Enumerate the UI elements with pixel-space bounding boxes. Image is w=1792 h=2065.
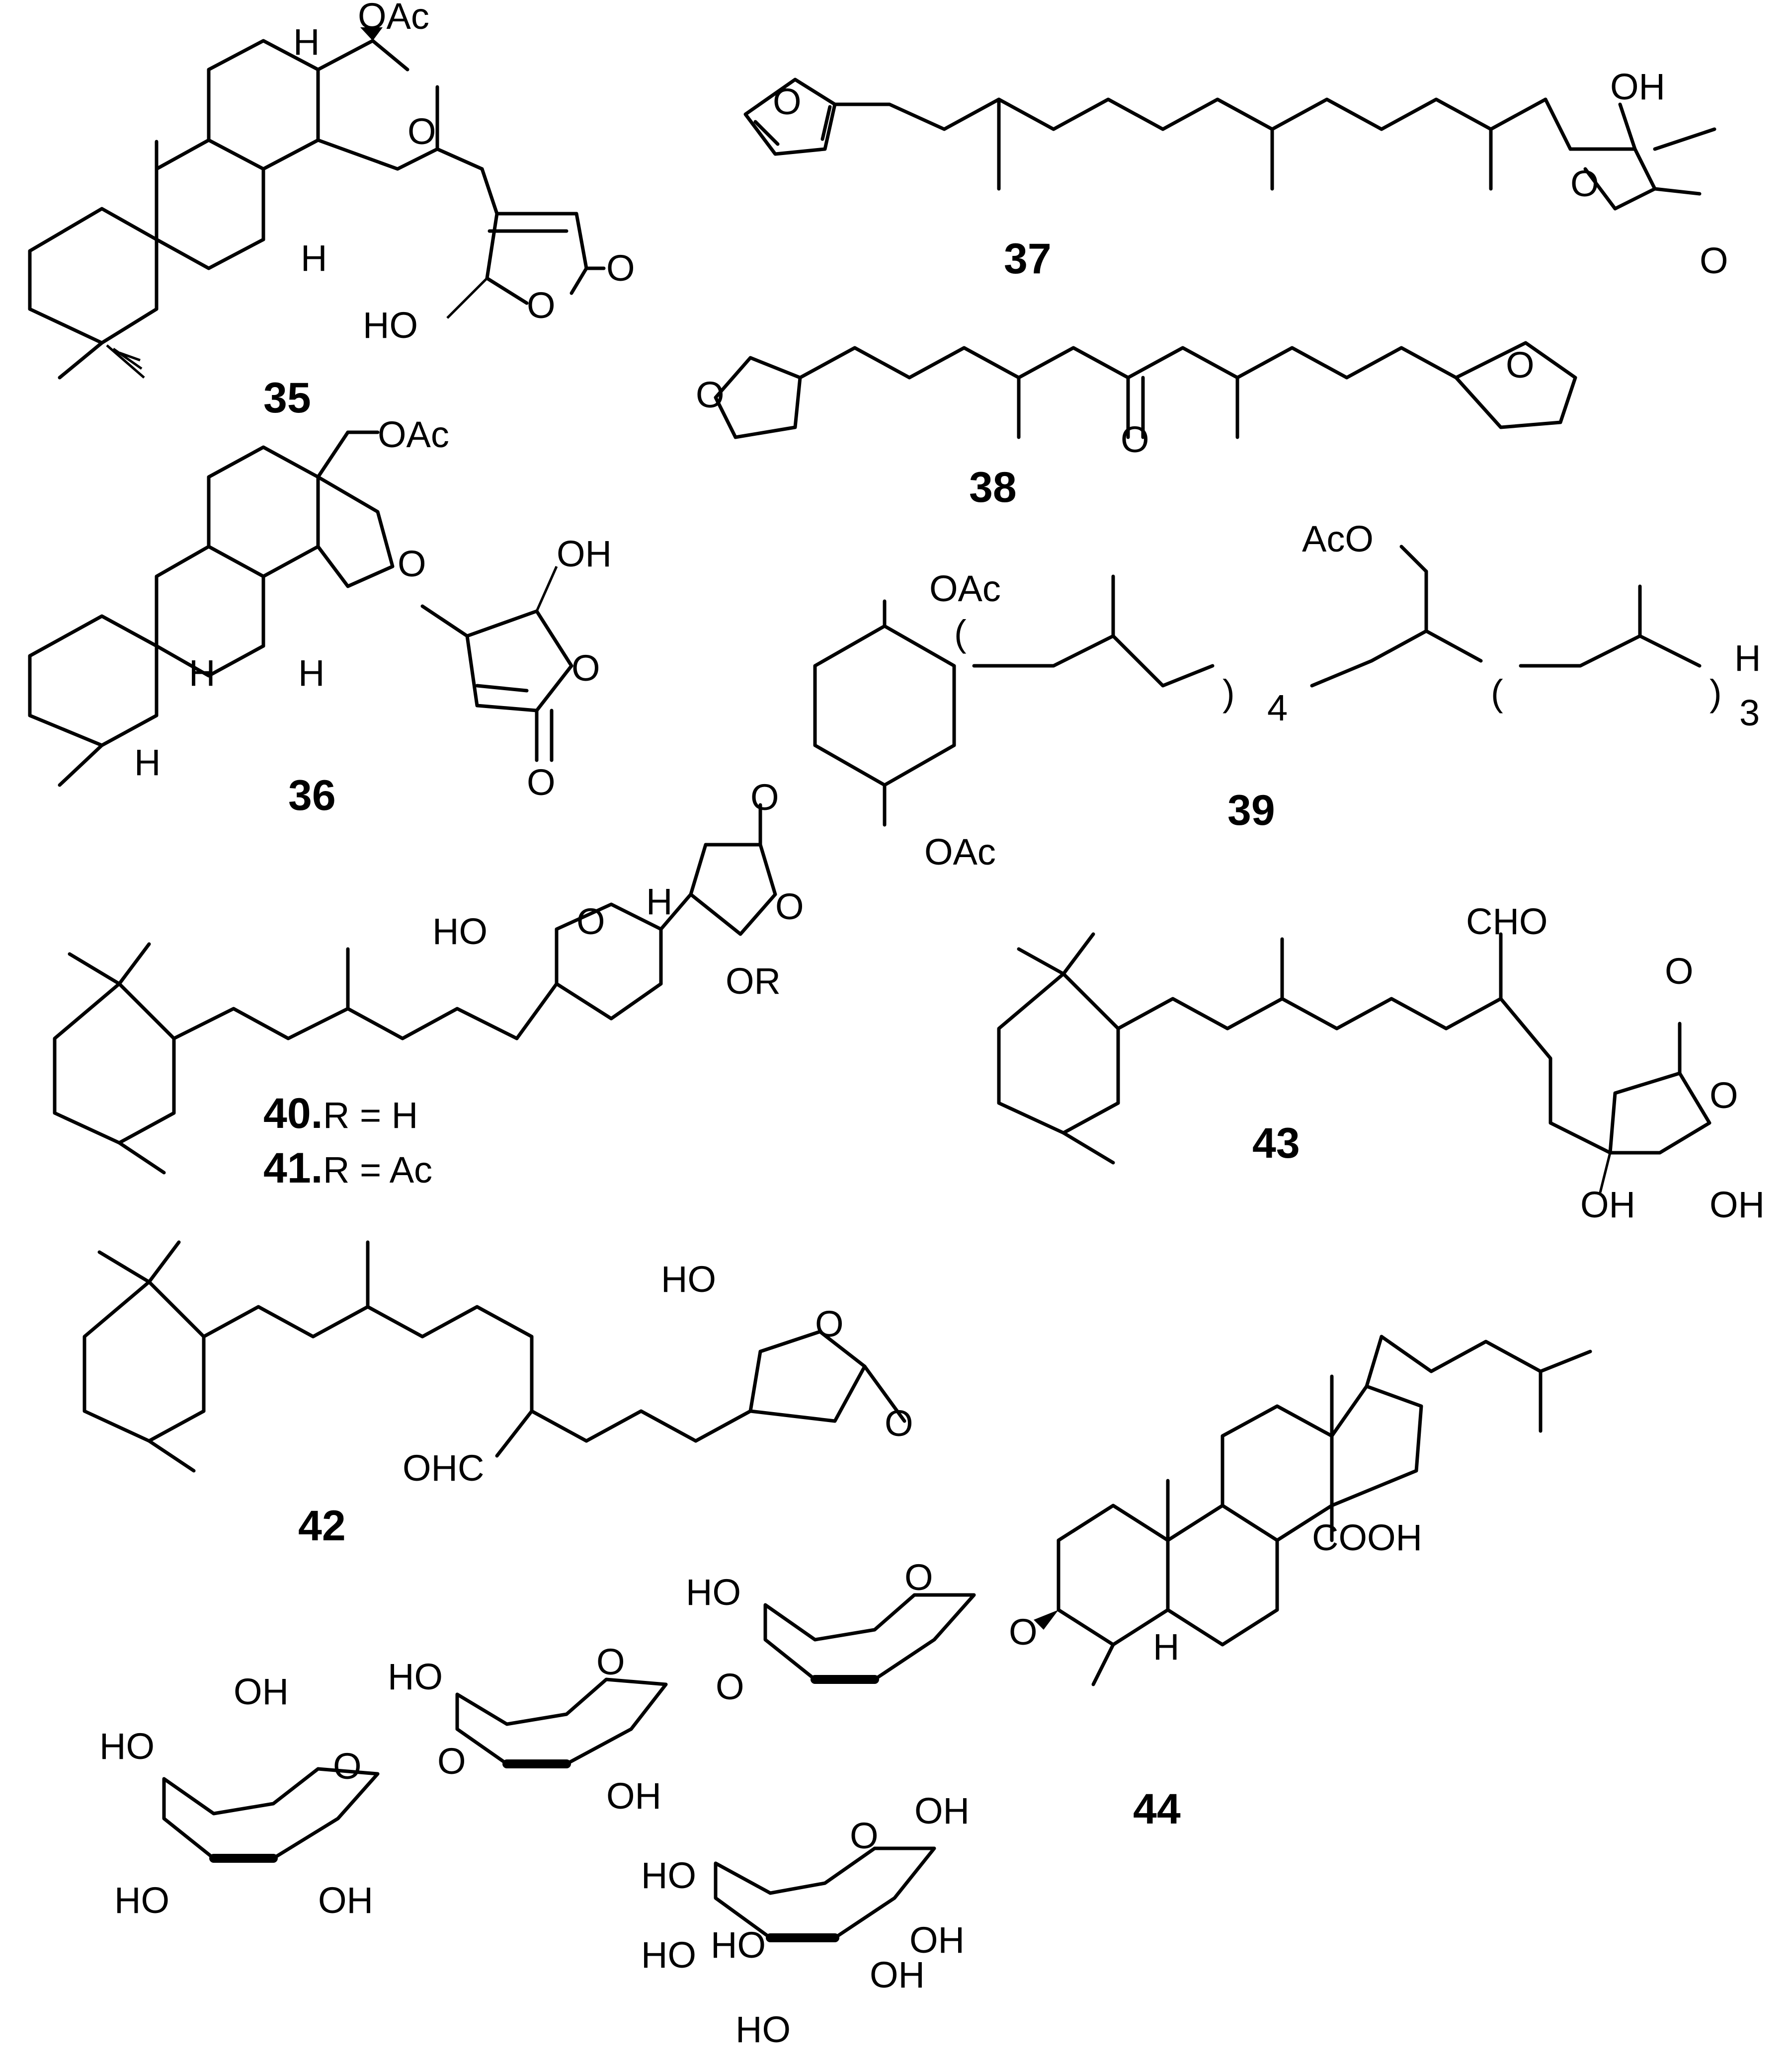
atom-label: O — [1009, 1611, 1038, 1653]
compound-40-41: HO O H O O OR 40. R = H 41. R = Ac — [53, 777, 804, 1192]
atom-label: O — [576, 901, 605, 942]
atom-label: HO — [432, 911, 488, 952]
atom-label: H — [1153, 1626, 1179, 1668]
atom-label: O — [775, 886, 804, 927]
atom-label: O — [527, 285, 556, 326]
atom-label: H — [189, 652, 215, 694]
atom-label: O — [571, 647, 600, 689]
compound-id: 38 — [969, 464, 1017, 511]
atom-label: O — [437, 1741, 466, 1782]
atom-label: OH — [870, 1954, 925, 1995]
atom-label: OH — [1580, 1184, 1635, 1225]
atom-label: HO — [641, 1934, 696, 1976]
atom-label: HO — [711, 1924, 766, 1966]
atom-label: HO — [388, 1656, 443, 1697]
compound-id: 36 — [288, 772, 336, 819]
atom-label: HO — [363, 305, 418, 346]
compound-id: 39 — [1227, 787, 1275, 834]
atom-label: O — [527, 762, 556, 803]
atom-label: O — [1570, 163, 1599, 204]
compound-44: COOH H O HO O O HO O OH O OH HO O OH HO … — [99, 1335, 1592, 2050]
atom-label: HO — [686, 1572, 741, 1613]
atom-label: OH — [1710, 1184, 1765, 1225]
atom-label: HO — [114, 1880, 169, 1921]
atom-label: O — [1700, 240, 1728, 281]
compound-id: 42 — [298, 1502, 346, 1550]
atom-label: CHO — [1466, 901, 1548, 942]
atom-label: OAc — [929, 568, 1001, 609]
atom-label: O — [716, 1666, 744, 1707]
compound-id: 41. — [263, 1144, 323, 1192]
atom-label: OH — [234, 1671, 289, 1712]
atom-label: O — [1665, 951, 1694, 992]
compound-43: CHO O O OH OH 43 — [997, 901, 1765, 1225]
compound-42: OHC HO O O 42 — [82, 1240, 913, 1550]
bracket-open: ( — [1491, 672, 1503, 714]
atom-label: OAc — [924, 831, 996, 873]
bracket-close: ) — [1222, 672, 1235, 714]
atom-label: O — [750, 777, 779, 818]
atom-label: O — [904, 1557, 933, 1598]
bracket-open: ( — [954, 613, 967, 654]
compound-id: 35 — [263, 374, 311, 422]
atom-label: COOH — [1312, 1517, 1422, 1558]
compound-37: O OH O O 37 — [743, 66, 1728, 283]
atom-label: H — [301, 238, 327, 279]
atom-label: O — [850, 1815, 879, 1856]
atom-label: HO — [661, 1259, 716, 1300]
atom-label: OR — [726, 960, 781, 1002]
atom-label: AcO — [1302, 518, 1374, 559]
atom-label: HO — [99, 1726, 155, 1767]
atom-label: OH — [1610, 66, 1665, 107]
atom-label: O — [606, 247, 635, 289]
atom-label: O — [885, 1403, 913, 1444]
compound-id: 43 — [1252, 1119, 1300, 1167]
atom-label: OH — [557, 533, 612, 574]
compound-36: OAc O H H H O O OH 36 — [28, 414, 612, 819]
compound-39: OAc OAc ( ) 4 AcO ( ) H 3 39 — [813, 518, 1761, 873]
atom-label: H — [1734, 637, 1761, 679]
atom-label: O — [1121, 419, 1149, 460]
substituent-label: R = H — [323, 1095, 418, 1136]
atom-label: O — [696, 374, 725, 415]
compound-35: H OAc O H O O HO 35 — [28, 0, 635, 422]
atom-label: HO — [735, 2009, 791, 2050]
atom-label: H — [298, 652, 325, 694]
atom-label: O — [773, 81, 802, 122]
atom-label: O — [815, 1303, 844, 1345]
compound-id: 37 — [1004, 235, 1052, 283]
atom-label: HO — [641, 1855, 696, 1896]
atom-label: OH — [606, 1775, 661, 1817]
atom-label: OHC — [403, 1447, 484, 1489]
repeat-count: 4 — [1267, 687, 1288, 728]
compound-id: 40. — [263, 1090, 323, 1137]
substituent-label: R = Ac — [323, 1149, 432, 1191]
atom-label: H — [646, 881, 672, 922]
compound-id: 44 — [1133, 1785, 1181, 1833]
atom-label: OH — [909, 1919, 965, 1961]
atom-label: O — [407, 111, 436, 152]
atom-label: O — [398, 543, 426, 584]
atom-label: O — [1710, 1075, 1738, 1116]
atom-label: O — [333, 1746, 362, 1787]
bracket-close: ) — [1710, 672, 1722, 714]
repeat-count: 3 — [1739, 692, 1760, 733]
atom-label: H — [134, 742, 161, 783]
atom-label: OAc — [378, 414, 449, 455]
atom-label: OH — [318, 1880, 373, 1921]
atom-label: OH — [914, 1790, 970, 1831]
atom-label: H — [293, 21, 320, 63]
atom-label: OAc — [358, 0, 429, 37]
compound-38: O O O 38 — [696, 341, 1577, 511]
atom-label: O — [1506, 344, 1535, 386]
atom-label: O — [596, 1641, 625, 1682]
